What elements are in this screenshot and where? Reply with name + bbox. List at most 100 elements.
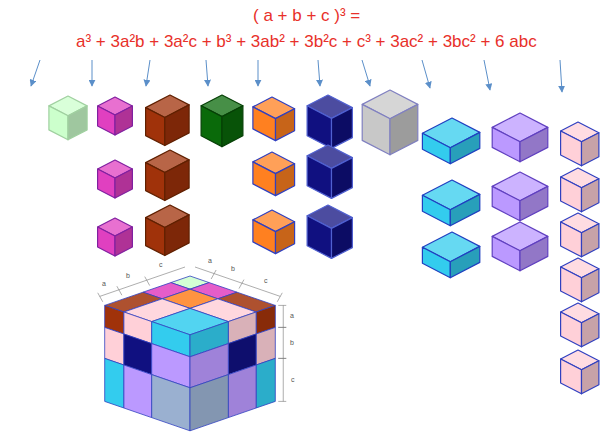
piece-right [582, 224, 599, 257]
piece-right [520, 127, 548, 161]
piece-left [422, 247, 450, 277]
dimension-line [278, 358, 286, 359]
piece-left [422, 195, 450, 225]
dimension-line [278, 358, 286, 359]
dimension-label: b [289, 339, 295, 347]
dimension-line [278, 305, 286, 306]
piece-right [582, 269, 599, 302]
piece-right [276, 109, 295, 141]
piece-right [582, 361, 599, 394]
piece-right [520, 236, 548, 270]
dimension-line [98, 293, 103, 302]
piece-left [561, 267, 582, 302]
arrow [146, 60, 150, 86]
piece-right [222, 106, 243, 147]
dimension-label: c [263, 277, 269, 285]
piece-right [582, 314, 599, 347]
piece-left [492, 186, 520, 220]
piece-right [165, 160, 189, 201]
dimension-line [283, 305, 284, 327]
piece-right [276, 222, 295, 254]
piece-right [332, 108, 353, 149]
dimension-line [117, 286, 122, 295]
arrow [258, 60, 259, 86]
piece-left [98, 106, 115, 135]
cube-left-cell [105, 358, 124, 408]
piece-left [362, 104, 390, 154]
dimension-label: a [289, 312, 295, 320]
piece-left [561, 222, 582, 257]
piece-left [49, 106, 68, 140]
piece-right [450, 194, 480, 225]
dimension-label: c [290, 376, 296, 384]
arrow [362, 60, 370, 86]
dimension-label: a [101, 280, 107, 288]
term-arrows [31, 60, 562, 92]
arrow [422, 60, 430, 88]
piece-left [98, 227, 115, 256]
piece-right [276, 164, 295, 196]
cube-right-cell [190, 375, 228, 431]
piece-right [165, 215, 189, 256]
dimension-line [195, 267, 214, 274]
piece-left [146, 163, 165, 201]
dimension-line [214, 274, 242, 284]
arrow [560, 60, 562, 92]
dimension-line [100, 290, 119, 297]
piece-right [68, 106, 87, 140]
cube-left-cell [124, 365, 152, 418]
arrow [92, 60, 93, 86]
arrow [206, 60, 208, 86]
cube-right-cell [256, 358, 275, 408]
piece-right [520, 186, 548, 220]
piece-left [307, 106, 331, 149]
arrow [31, 60, 40, 86]
dimension-line [211, 270, 216, 279]
dimension-line [278, 327, 286, 328]
piece-left [561, 359, 582, 394]
arrow [484, 60, 490, 90]
piece-left [422, 133, 450, 163]
dimension-line [119, 280, 147, 290]
piece-right [582, 133, 599, 166]
dimension-label: b [230, 265, 236, 273]
dimension-line [283, 327, 284, 358]
piece-left [253, 220, 276, 254]
dimension-line [147, 267, 185, 280]
piece-right [115, 169, 132, 198]
piece-left [561, 131, 582, 166]
cube-right-cell [228, 365, 256, 418]
dimension-line [277, 293, 282, 302]
dimension-line [242, 283, 280, 296]
piece-left [146, 218, 165, 256]
piece-right [115, 106, 132, 135]
piece-right [582, 179, 599, 212]
piece-left [492, 127, 520, 161]
dimension-line [278, 327, 286, 328]
piece-left [146, 108, 165, 146]
piece-right [450, 132, 480, 163]
piece-left [307, 156, 331, 199]
dimension-line [145, 277, 150, 286]
piece-left [561, 312, 582, 347]
piece-left [253, 107, 276, 141]
piece-right [332, 218, 353, 259]
piece-left [492, 236, 520, 270]
arrow [318, 60, 320, 86]
piece-left [253, 162, 276, 196]
piece-right [165, 105, 189, 146]
piece-left [307, 216, 331, 259]
equation-title: ( a + b + c )³ = [253, 6, 360, 26]
piece-left [201, 106, 222, 147]
cube-left-cell [152, 375, 190, 431]
dimension-label: c [158, 261, 164, 269]
dimension-label: a [207, 257, 213, 265]
piece-right [332, 158, 353, 199]
dimension-line [283, 358, 284, 401]
dimension-line [239, 280, 244, 289]
piece-right [115, 227, 132, 256]
dimension-line [278, 401, 286, 402]
piece-left [561, 177, 582, 212]
